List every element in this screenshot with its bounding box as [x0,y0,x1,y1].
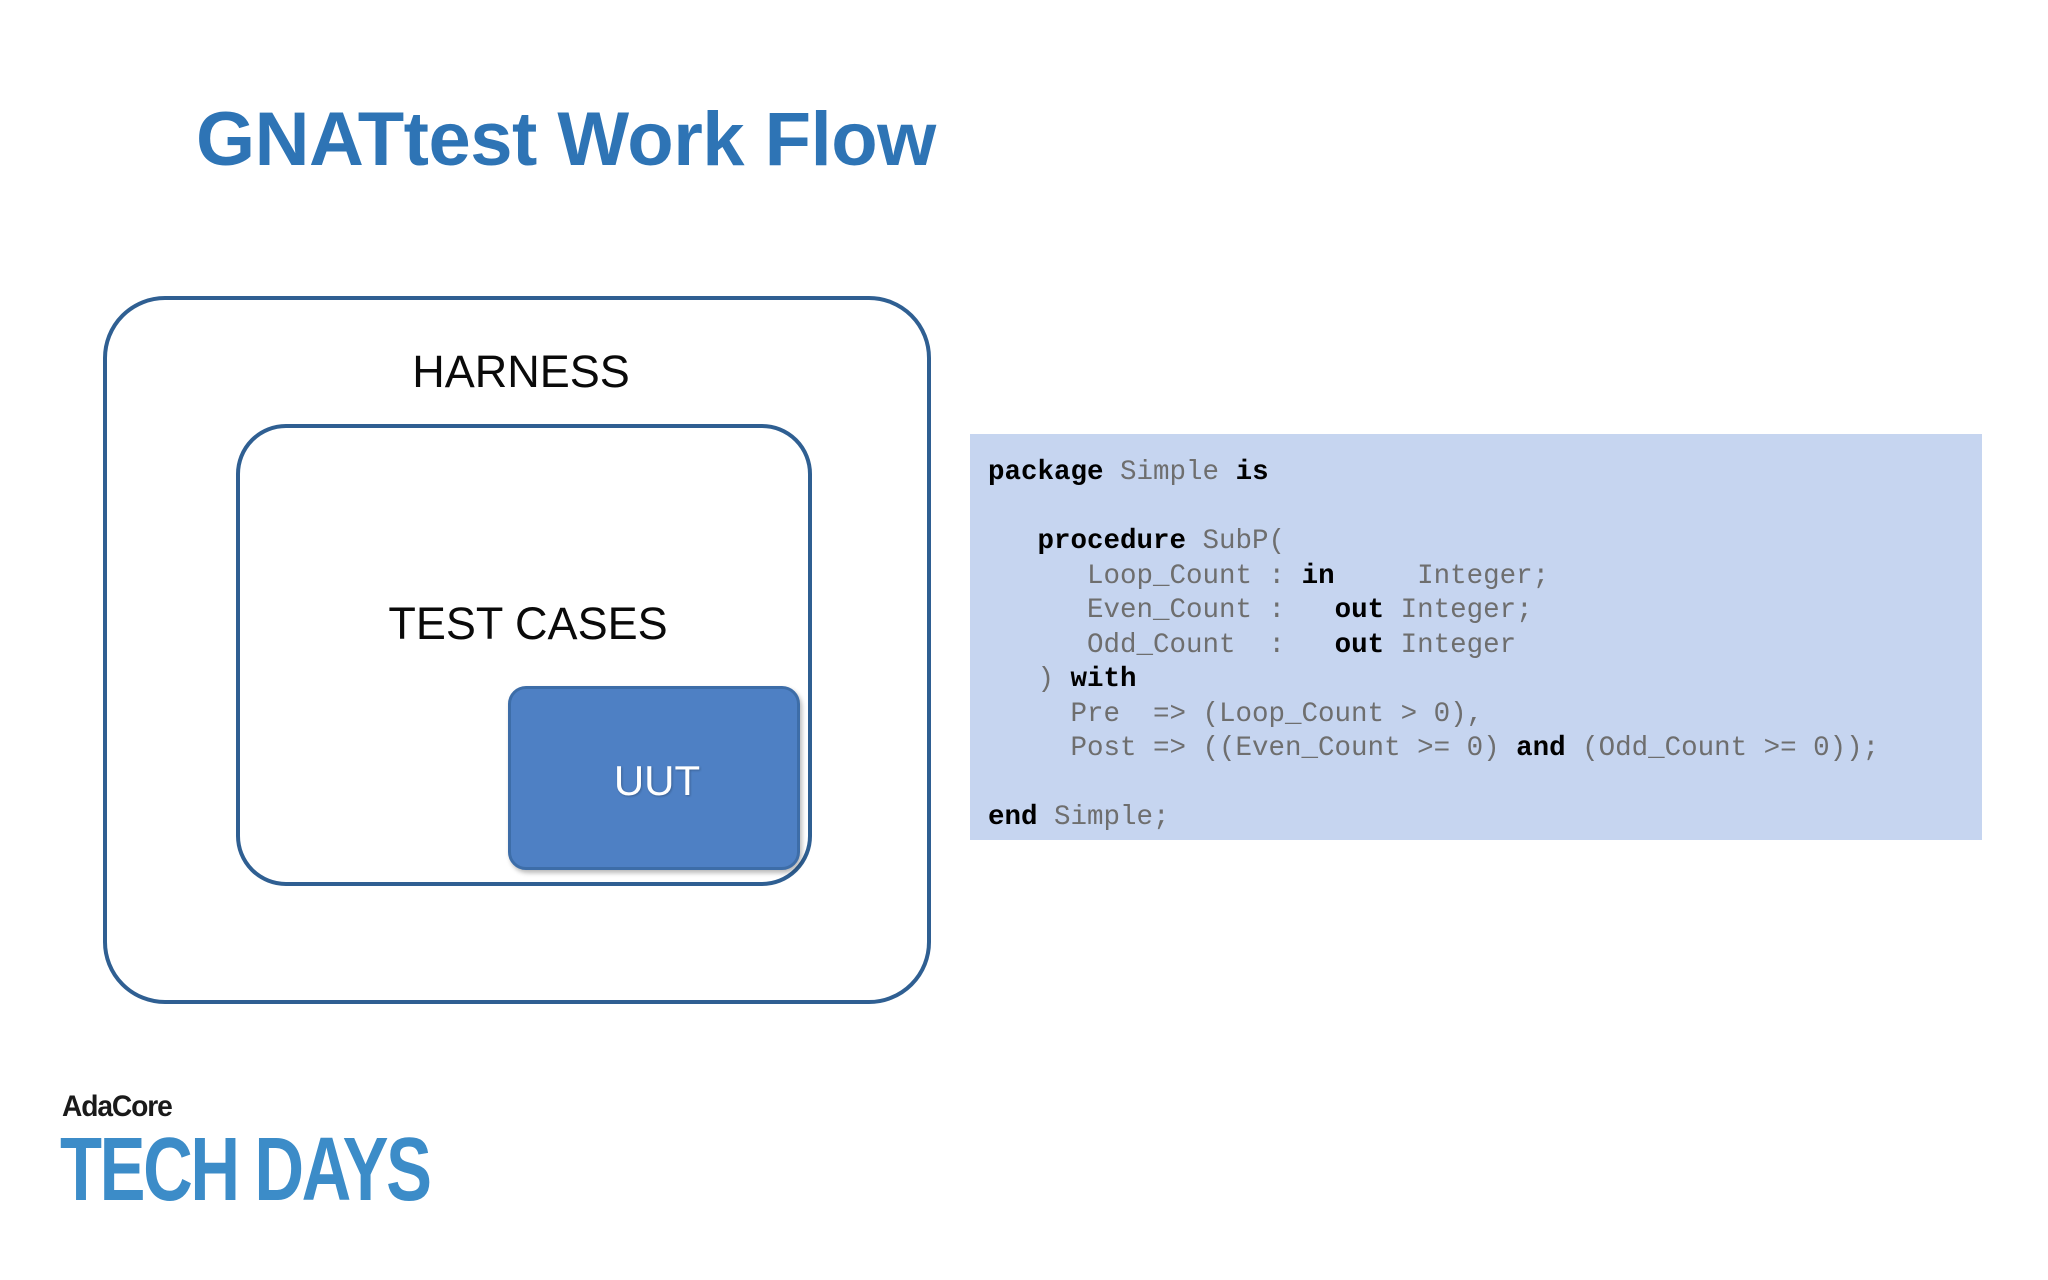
code-line: procedure SubP( [988,525,1982,560]
code-identifier: SubP( [1202,526,1286,557]
code-line: Post => ((Even_Count >= 0) and (Odd_Coun… [988,732,1982,767]
code-line: Loop_Count : in Integer; [988,560,1982,595]
adacore-tech-days-logo: AdaCore TECH DAYS [60,1090,432,1230]
code-identifier: Odd_Count : [988,629,1335,661]
code-keyword: procedure [988,526,1203,557]
code-identifier: Even_Count : [988,595,1335,626]
uut-box: UUT [508,686,800,870]
code-identifier: Post => ((Even_Count >= 0) [988,733,1517,764]
code-keyword: and [1516,733,1566,764]
code-keyword: out [1334,629,1385,661]
code-identifier: Simple; [1054,802,1170,833]
code-identifier: Simple [1120,457,1236,488]
code-identifier: Pre => (Loop_Count > 0), [988,698,1484,730]
tech-days-wordmark: TECH DAYS [60,1119,432,1220]
code-keyword: in [1301,560,1335,592]
harness-label: HARNESS [412,346,630,397]
code-identifier: Integer; [1334,560,1550,592]
code-identifier: ) [988,664,1071,695]
code-keyword: with [1070,664,1137,695]
code-line [988,491,1982,526]
code-identifier: Integer [1384,629,1517,661]
uut-label: UUT [613,757,701,804]
page-title: GNATtest Work Flow [196,97,936,182]
code-keyword: end [988,802,1055,833]
harness-box: HARNESS TEST CASES UUT [103,296,931,1004]
code-identifier: Integer; [1384,595,1533,626]
code-keyword: is [1235,457,1269,488]
code-line: package Simple is [988,456,1982,491]
code-keyword: package [988,457,1121,488]
code-snippet-ada: package Simple is procedure SubP( Loop_C… [970,434,1982,840]
code-identifier: (Odd_Count >= 0)); [1565,733,1880,764]
test-cases-box: TEST CASES UUT [236,424,812,886]
code-line: ) with [988,663,1982,698]
code-line: Even_Count : out Integer; [988,594,1982,629]
code-line: Odd_Count : out Integer [988,629,1982,664]
code-line: Pre => (Loop_Count > 0), [988,698,1982,733]
code-identifier: Loop_Count : [988,560,1302,592]
adacore-wordmark: AdaCore [62,1090,173,1123]
test-cases-label: TEST CASES [388,598,668,649]
code-line [988,767,1982,802]
code-keyword: out [1334,595,1385,626]
harness-diagram: HARNESS TEST CASES UUT [103,296,931,1004]
code-line: end Simple; [988,801,1982,836]
